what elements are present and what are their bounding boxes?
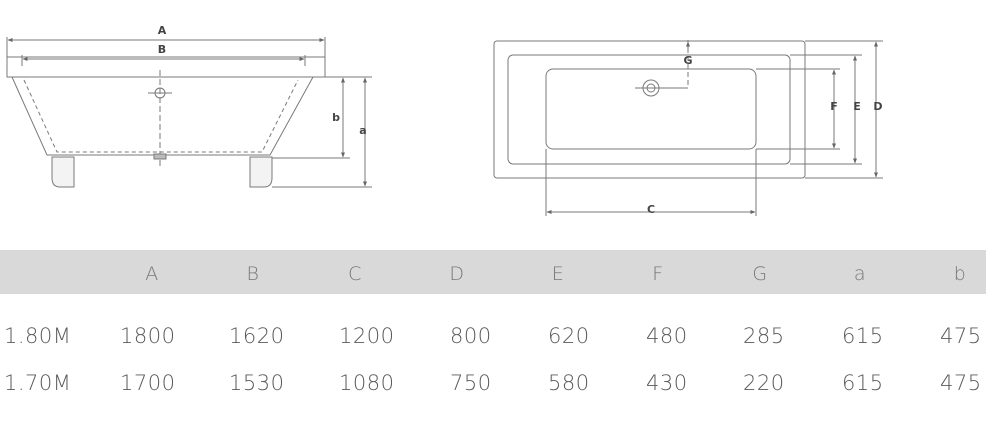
label-G: G xyxy=(683,54,692,67)
label-a: a xyxy=(359,124,366,137)
label-F: F xyxy=(830,100,838,113)
row-value-E: 580 xyxy=(548,371,590,395)
column-header-E: E xyxy=(551,263,565,285)
bathtub-dimension-diagram: A B b a G C F E D xyxy=(6,24,883,216)
side-view-foot-left xyxy=(51,156,75,188)
column-header-D: D xyxy=(449,263,465,285)
label-A: A xyxy=(158,24,167,37)
top-view xyxy=(493,40,883,216)
label-C: C xyxy=(647,203,655,216)
row-value-a: 615 xyxy=(842,324,884,348)
side-view-inner-dashed xyxy=(23,79,299,153)
row-value-B: 1620 xyxy=(229,324,285,348)
label-E: E xyxy=(853,100,861,113)
row-value-D: 800 xyxy=(450,324,492,348)
row-model: 1.80M xyxy=(4,324,72,348)
column-header-a: a xyxy=(853,263,867,285)
row-value-b: 475 xyxy=(940,371,982,395)
row-model: 1.70M xyxy=(4,371,72,395)
column-header-B: B xyxy=(246,263,260,285)
side-view xyxy=(6,37,372,188)
label-B: B xyxy=(158,43,166,56)
row-value-a: 615 xyxy=(842,371,884,395)
row-value-C: 1080 xyxy=(339,371,395,395)
row-value-G: 285 xyxy=(743,324,785,348)
column-header-F: F xyxy=(652,263,664,285)
top-view-basin xyxy=(545,68,757,150)
row-value-F: 480 xyxy=(646,324,688,348)
row-value-G: 220 xyxy=(743,371,785,395)
top-view-middle xyxy=(507,54,791,165)
specs-table-header: A B C D E F G a b xyxy=(0,250,986,294)
column-header-b: b xyxy=(953,263,967,285)
row-value-C: 1200 xyxy=(339,324,395,348)
row-value-A: 1800 xyxy=(120,324,176,348)
row-value-D: 750 xyxy=(450,371,492,395)
label-b: b xyxy=(332,111,340,124)
top-view-outer xyxy=(493,40,806,179)
row-value-B: 1530 xyxy=(229,371,285,395)
row-value-b: 475 xyxy=(940,324,982,348)
row-value-F: 430 xyxy=(646,371,688,395)
row-value-E: 620 xyxy=(548,324,590,348)
side-view-drain xyxy=(153,153,167,160)
side-view-rim xyxy=(6,56,326,78)
column-header-G: G xyxy=(752,263,768,285)
column-header-C: C xyxy=(348,263,362,285)
column-header-A: A xyxy=(145,263,159,285)
label-D: D xyxy=(873,100,882,113)
row-value-A: 1700 xyxy=(120,371,176,395)
side-view-foot-right xyxy=(249,156,273,188)
